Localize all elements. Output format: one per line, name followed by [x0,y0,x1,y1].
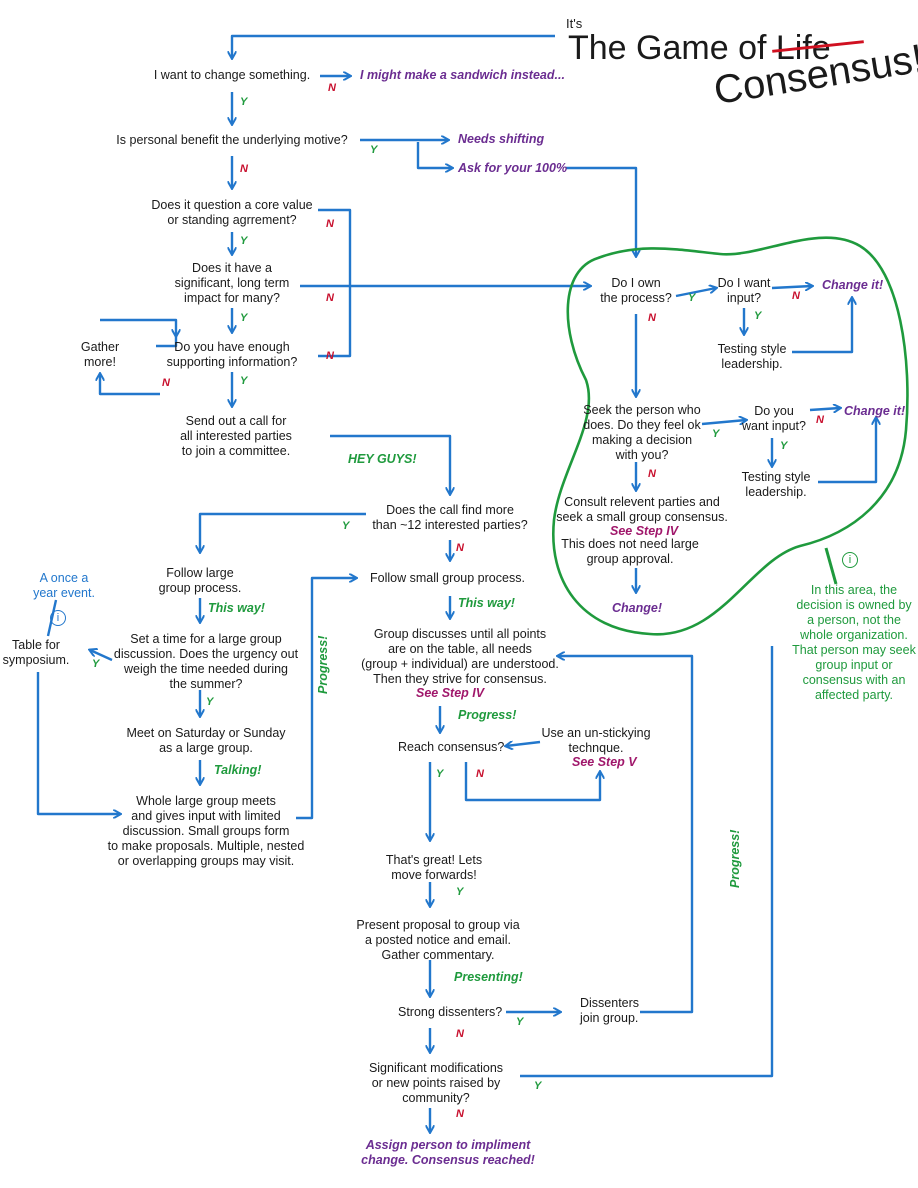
owned-area-outline [551,236,909,636]
answer-no: N [328,82,336,94]
answer-no: N [456,1108,464,1120]
note-once-a-year: A once a year event. [33,571,95,600]
node-gather-more: Gather more! [80,340,120,369]
node-want-input: Do I want input? [717,276,771,305]
label-progress-vertical: Progress! [728,829,742,888]
node-testing-style: Testing style leadership. [717,342,787,371]
answer-no: N [476,768,484,780]
node-table-symposium: Table for symposium. [2,638,70,667]
answer-yes: Y [342,520,350,532]
node-own-process: Do I own the process? [600,276,672,305]
node-more-than-12: Does the call find more than ~12 interes… [372,503,528,532]
node-long-term-impact: Does it have a significant, long term im… [174,261,290,305]
answer-yes: Y [688,292,696,304]
answer-yes: Y [456,886,464,898]
outcome-assign-person: Assign person to impliment change. Conse… [361,1138,535,1167]
node-consult-parties: Consult relevent parties and seek a smal… [556,495,728,524]
label-talking: Talking! [214,763,262,777]
node-seek-person: Seek the person who does. Do they feel o… [583,403,701,462]
link-see-step-v[interactable]: See Step V [572,755,637,769]
note-owned-area: In this area, the decision is owned by a… [792,583,916,702]
node-small-group: Follow small group process. [370,571,525,585]
node-dissenters-join: Dissenters join group. [580,996,640,1025]
info-icon[interactable]: i [50,610,66,626]
outcome-change-it: Change it! [822,278,884,292]
node-whole-group-meets: Whole large group meets and gives input … [107,794,305,868]
outcome-change: Change! [612,601,662,615]
node-group-discusses: Group discusses until all points are on … [361,627,559,686]
answer-yes: Y [712,428,720,440]
answer-yes: Y [534,1080,542,1092]
node-enough-info: Do you have enough supporting informatio… [166,340,298,369]
node-thats-great: That's great! Lets move forwards! [385,853,483,882]
answer-no: N [456,542,464,554]
node-testing-style-2: Testing style leadership. [741,470,811,499]
answer-no: N [326,218,334,230]
info-icon[interactable]: i [842,552,858,568]
answer-yes: Y [240,375,248,387]
node-core-value: Does it question a core value or standin… [151,198,313,227]
answer-no: N [792,290,800,302]
outcome-needs-shifting: Needs shifting [458,132,545,146]
answer-yes: Y [436,768,444,780]
title-prefix: It's [566,16,583,31]
label-progress: Progress! [458,708,517,722]
link-see-step-iv-2[interactable]: See Step IV [610,524,679,538]
node-set-time: Set a time for a large group discussion.… [113,632,299,691]
node-want-change: I want to change something. [153,68,311,82]
answer-yes: Y [240,312,248,324]
answer-yes: Y [206,696,214,708]
node-no-large-approval: This does not need large group approval. [561,537,699,566]
label-this-way: This way! [458,596,515,610]
answer-yes: Y [754,310,762,322]
answer-no: N [326,292,334,304]
answer-yes: Y [92,658,100,670]
label-this-way: This way! [208,601,265,615]
answer-no: N [648,312,656,324]
outcome-change-it-2: Change it! [844,404,906,418]
title-main: The Game of Life [568,28,864,68]
node-unsticking: Use an un-stickying technque. [541,726,651,755]
answer-no: N [240,163,248,175]
answer-yes: Y [240,235,248,247]
node-significant-mods: Significant modifications or new points … [368,1061,504,1105]
node-personal-benefit: Is personal benefit the underlying motiv… [116,133,348,147]
answer-yes: Y [240,96,248,108]
answer-yes: Y [516,1016,524,1028]
outcome-sandwich: I might make a sandwich instead... [360,68,565,82]
title-text: The Game of [568,29,767,67]
label-hey-guys: HEY GUYS! [348,452,417,466]
answer-no: N [648,468,656,480]
answer-no: N [326,350,334,362]
answer-yes: Y [780,440,788,452]
answer-no: N [162,377,170,389]
label-presenting: Presenting! [454,970,523,984]
outcome-ask-100: Ask for your 100% [458,161,568,175]
node-large-group: Follow large group process. [158,566,242,595]
answer-yes: Y [370,144,378,156]
node-meet-weekend: Meet on Saturday or Sunday as a large gr… [126,726,286,755]
node-send-call: Send out a call for all interested parti… [180,414,292,458]
node-want-input-2: Do you want input? [742,404,806,433]
node-present-proposal: Present proposal to group via a posted n… [356,918,520,962]
label-progress-vertical: Progress! [316,635,330,694]
link-see-step-iv[interactable]: See Step IV [416,686,485,700]
answer-no: N [816,414,824,426]
title-struck-word: Life [771,29,864,67]
node-strong-dissenters: Strong dissenters? [398,1005,503,1019]
node-reach-consensus: Reach consensus? [398,740,505,754]
answer-no: N [456,1028,464,1040]
